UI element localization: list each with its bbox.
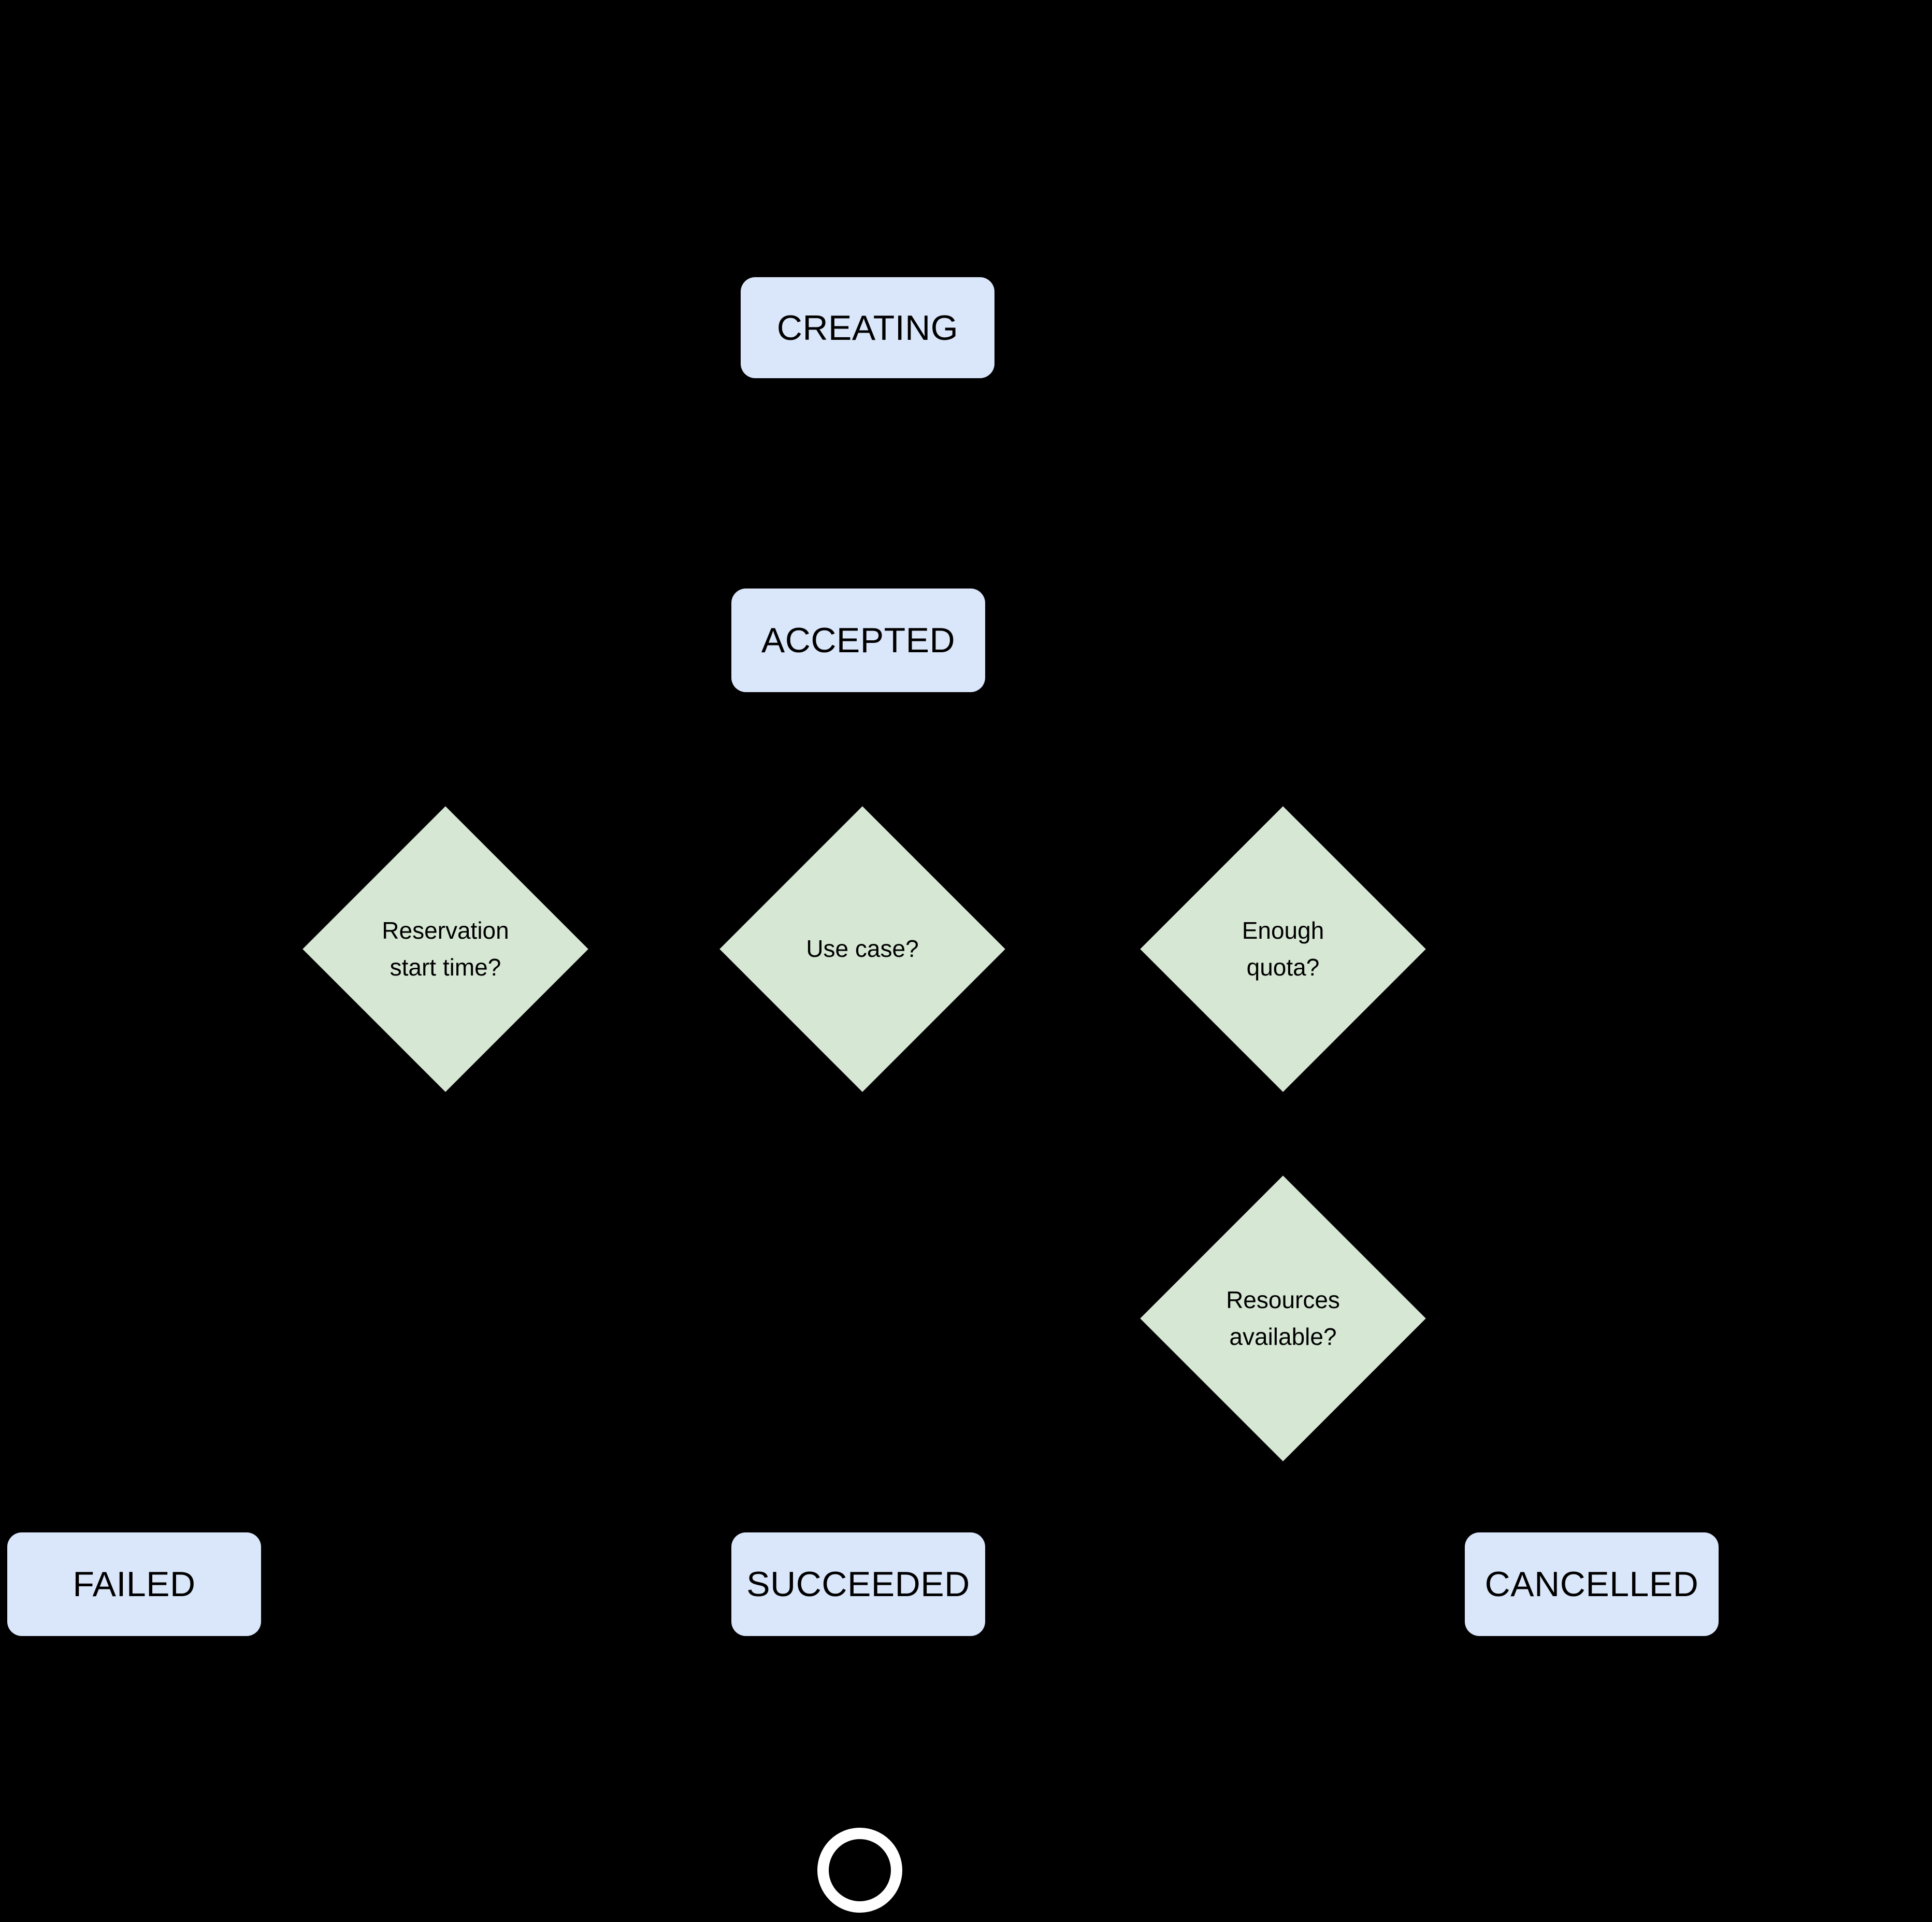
state-label-succeeded: SUCCEEDED xyxy=(746,1565,970,1604)
connector-resources-available-cancelled xyxy=(1281,1419,1594,1532)
diamond-shape xyxy=(1140,1175,1426,1461)
decision-node-enough-quota[interactable]: Enough quota? xyxy=(1140,806,1426,1092)
decision-node-reservation-start-time[interactable]: Reservation start time? xyxy=(302,806,588,1092)
state-label-accepted: ACCEPTED xyxy=(761,621,956,660)
state-label-cancelled: CANCELLED xyxy=(1484,1565,1699,1604)
connector-reservation-start-time-failed xyxy=(132,1050,448,1532)
state-node-cancelled[interactable]: CANCELLED xyxy=(1465,1532,1719,1636)
decision-node-resources-available[interactable]: Resources available? xyxy=(1140,1175,1426,1461)
diamond-shape xyxy=(302,806,588,1092)
state-node-creating[interactable]: CREATING xyxy=(741,277,994,378)
state-label-creating: CREATING xyxy=(776,308,959,348)
decision-node-use-case[interactable]: Use case? xyxy=(719,806,1005,1092)
connector-accepted-enough-quota xyxy=(878,692,1285,848)
end-terminal-circle-icon xyxy=(817,1828,902,1913)
state-node-accepted[interactable]: ACCEPTED xyxy=(731,589,985,692)
state-label-failed: FAILED xyxy=(73,1565,196,1604)
diamond-shape xyxy=(719,806,1005,1092)
connector-accepted-reservation-start-time xyxy=(443,692,860,848)
state-node-succeeded[interactable]: SUCCEEDED xyxy=(731,1532,985,1636)
state-node-failed[interactable]: FAILED xyxy=(7,1532,261,1636)
diamond-shape xyxy=(1140,806,1426,1092)
